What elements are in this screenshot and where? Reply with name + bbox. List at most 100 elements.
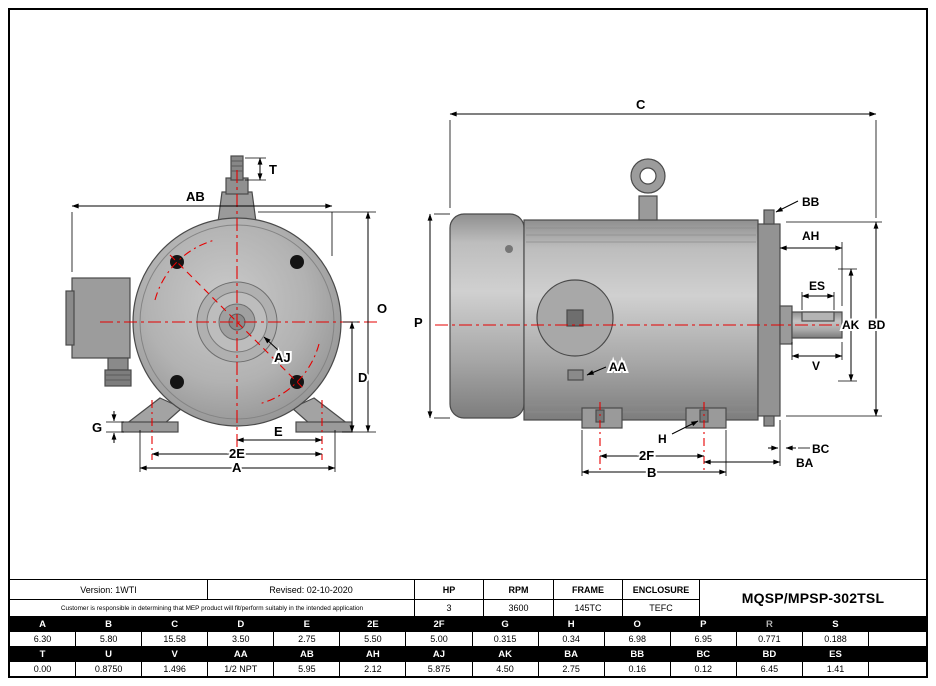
dim-label-D: D bbox=[358, 370, 367, 385]
dim-BD: BD bbox=[786, 221, 888, 417]
dim-header-empty bbox=[868, 617, 926, 631]
revised-cell: Revised: 02-10-2020 bbox=[208, 580, 414, 599]
dim-header: D bbox=[208, 617, 274, 631]
dim-value: 5.50 bbox=[340, 632, 406, 646]
dim-header: G bbox=[472, 617, 538, 631]
dim-value: 0.34 bbox=[538, 632, 604, 646]
dim-value: 6.30 bbox=[10, 632, 76, 646]
dim-value: 6.95 bbox=[670, 632, 736, 646]
side-view: C P BB AH bbox=[412, 95, 888, 482]
aj-diagonal bbox=[169, 254, 305, 390]
dim-BB: BB bbox=[775, 193, 822, 213]
dim-label-BC: BC bbox=[812, 442, 830, 456]
dim-value: 2.12 bbox=[340, 662, 406, 676]
dim-2E: 2E bbox=[151, 444, 323, 463]
dim-header: P bbox=[670, 617, 736, 631]
dim-C: C bbox=[449, 95, 877, 218]
dim-label-BA: BA bbox=[796, 456, 814, 470]
disclaimer: Customer is responsible in determining t… bbox=[10, 600, 414, 616]
spec-table: Version: 1WTI Revised: 02-10-2020 HP RPM… bbox=[10, 579, 926, 676]
dim-value: 0.771 bbox=[736, 632, 802, 646]
info-section: Version: 1WTI Revised: 02-10-2020 HP RPM… bbox=[10, 579, 926, 616]
dim-A: A bbox=[139, 430, 336, 477]
dim-AJ: AJ bbox=[263, 336, 293, 367]
dim-header: AB bbox=[274, 647, 340, 661]
dim-label-H: H bbox=[658, 432, 667, 446]
dim-value: 2.75 bbox=[538, 662, 604, 676]
dim-header: 2F bbox=[406, 617, 472, 631]
dim-value: 0.8750 bbox=[76, 662, 142, 676]
dim-header: H bbox=[538, 617, 604, 631]
front-view: T AB O D bbox=[65, 155, 389, 477]
dim-H: H bbox=[656, 420, 699, 448]
dim-header: V bbox=[142, 647, 208, 661]
dim-value: 0.12 bbox=[670, 662, 736, 676]
bolt-circle-arc bbox=[154, 239, 216, 301]
dim-AA: AA bbox=[586, 358, 629, 376]
dim-value: 0.16 bbox=[604, 662, 670, 676]
dim-header: S bbox=[802, 617, 868, 631]
dim-label-AK: AK bbox=[842, 318, 860, 332]
dim-BA: BA bbox=[703, 420, 816, 472]
shaft bbox=[779, 305, 843, 345]
dim-value: 0.188 bbox=[802, 632, 868, 646]
spec-header-hp: HP bbox=[415, 580, 483, 599]
dim-label-C: C bbox=[636, 97, 646, 112]
conduit-box bbox=[65, 277, 132, 387]
dim-header: BD bbox=[736, 647, 802, 661]
dim-value: 6.45 bbox=[736, 662, 802, 676]
motor-dimension-drawing: T AB O D bbox=[65, 95, 888, 482]
dim-label-AB: AB bbox=[186, 189, 205, 204]
dim-header: A bbox=[10, 617, 76, 631]
cover-screw bbox=[505, 245, 513, 253]
dim-header: O bbox=[604, 617, 670, 631]
dim-value: 5.95 bbox=[274, 662, 340, 676]
dim-label-P: P bbox=[414, 315, 423, 330]
dim-E: E bbox=[236, 422, 323, 443]
dim-value: 15.58 bbox=[142, 632, 208, 646]
dim-header: E bbox=[274, 617, 340, 631]
dim-G: G bbox=[90, 411, 124, 443]
front-feet bbox=[121, 397, 353, 433]
end-bracket bbox=[757, 209, 781, 427]
dim-label-BB: BB bbox=[802, 195, 820, 209]
bolt-circle-arc bbox=[258, 343, 320, 405]
dim-header: AJ bbox=[406, 647, 472, 661]
dim-label-O: O bbox=[377, 301, 387, 316]
dim-label-2F: 2F bbox=[639, 448, 654, 463]
body-cover-plate bbox=[536, 279, 614, 381]
dim-O: O bbox=[258, 211, 389, 433]
dim-header-empty bbox=[868, 647, 926, 661]
dim-header: T bbox=[10, 647, 76, 661]
dim-header: U bbox=[76, 647, 142, 661]
fan-cover bbox=[449, 213, 525, 419]
dim-label-V: V bbox=[812, 359, 820, 373]
dim-value: 6.98 bbox=[604, 632, 670, 646]
drawing-frame: T AB O D bbox=[8, 8, 928, 678]
dim-value: 1.41 bbox=[802, 662, 868, 676]
shaft-key bbox=[801, 311, 835, 322]
spec-header-frame: FRAME bbox=[554, 580, 622, 599]
dim-header: AA bbox=[208, 647, 274, 661]
version-cell: Version: 1WTI bbox=[10, 580, 207, 599]
spec-value-rpm: 3600 bbox=[484, 600, 553, 616]
dim-2F: 2F bbox=[599, 446, 705, 465]
dim-label-AH: AH bbox=[802, 229, 819, 243]
dim-AK: AK bbox=[838, 268, 862, 382]
dim-AH: AH bbox=[779, 227, 843, 306]
dim-header: R bbox=[736, 617, 802, 631]
spec-value-frame: 145TC bbox=[554, 600, 622, 616]
dim-AB: AB bbox=[71, 187, 333, 272]
spec-header-rpm: RPM bbox=[484, 580, 553, 599]
dim-value: 1/2 NPT bbox=[208, 662, 274, 676]
dim-D: D bbox=[343, 321, 369, 433]
model-number: MQSP/MPSP-302TSL bbox=[700, 580, 926, 616]
dim-label-B: B bbox=[647, 465, 656, 480]
dim-value: 4.50 bbox=[472, 662, 538, 676]
dim-label-AJ: AJ bbox=[274, 350, 291, 365]
dim-value: 5.00 bbox=[406, 632, 472, 646]
dim-value: 5.80 bbox=[76, 632, 142, 646]
dim-value: 1.496 bbox=[142, 662, 208, 676]
dim-label-2E: 2E bbox=[229, 446, 245, 461]
